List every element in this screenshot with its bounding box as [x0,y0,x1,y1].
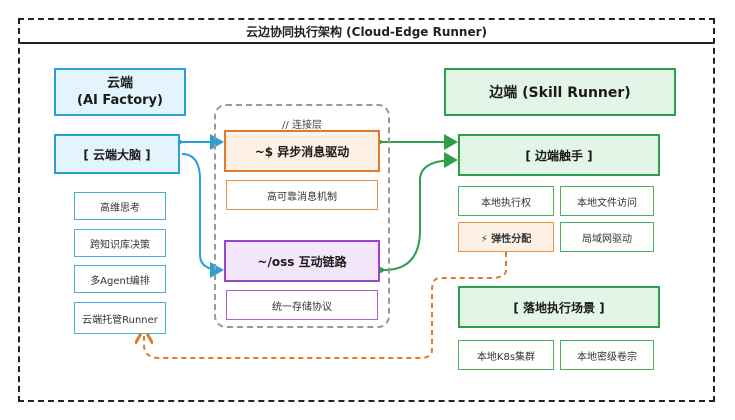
edge-header: 边端 (Skill Runner) [444,68,676,116]
edge-item-execution: 本地执行权 [458,186,554,216]
edge-touch: [ 边端触手 ] [458,134,660,176]
scene-item-k8s: 本地K8s集群 [458,340,554,370]
oss-link-box: ~/oss 互动链路 [224,240,380,282]
architecture-frame [18,18,715,402]
cloud-header: 云端 (AI Factory) [54,68,186,116]
async-message-box: ~$ 异步消息驱动 [224,130,380,172]
cloud-item-orchestration: 多Agent编排 [74,265,166,293]
elastic-return-arrow [144,252,507,359]
edge-item-file-access: 本地文件访问 [560,186,654,216]
diagram-title: 云边协同执行架构 (Cloud-Edge Runner) [20,20,713,44]
cloud-brain: [ 云端大脑 ] [54,134,180,174]
async-reliability-label: 高可靠消息机制 [226,180,378,210]
edge-item-elastic: ⚡ 弹性分配 [458,222,554,252]
cloud-item-decision: 跨知识库决策 [74,229,166,257]
scene-item-dossier: 本地密级卷宗 [560,340,654,370]
cloud-header-title: 云端 [106,76,133,91]
connection-layer [214,104,390,328]
oss-edge-arrow [371,152,458,279]
connection-layer-label: // 连接层 [282,120,322,131]
cloud-oss-arrow [181,153,224,278]
edge-scene: [ 落地执行场景 ] [458,286,660,328]
edge-item-lan: 局域网驱动 [560,222,654,252]
cloud-item-runner: 云端托管Runner [74,302,166,334]
oss-protocol-label: 统一存储协议 [226,290,378,320]
cloud-item-thinking: 高维思考 [74,192,166,220]
cloud-header-subtitle: (AI Factory) [77,93,163,108]
